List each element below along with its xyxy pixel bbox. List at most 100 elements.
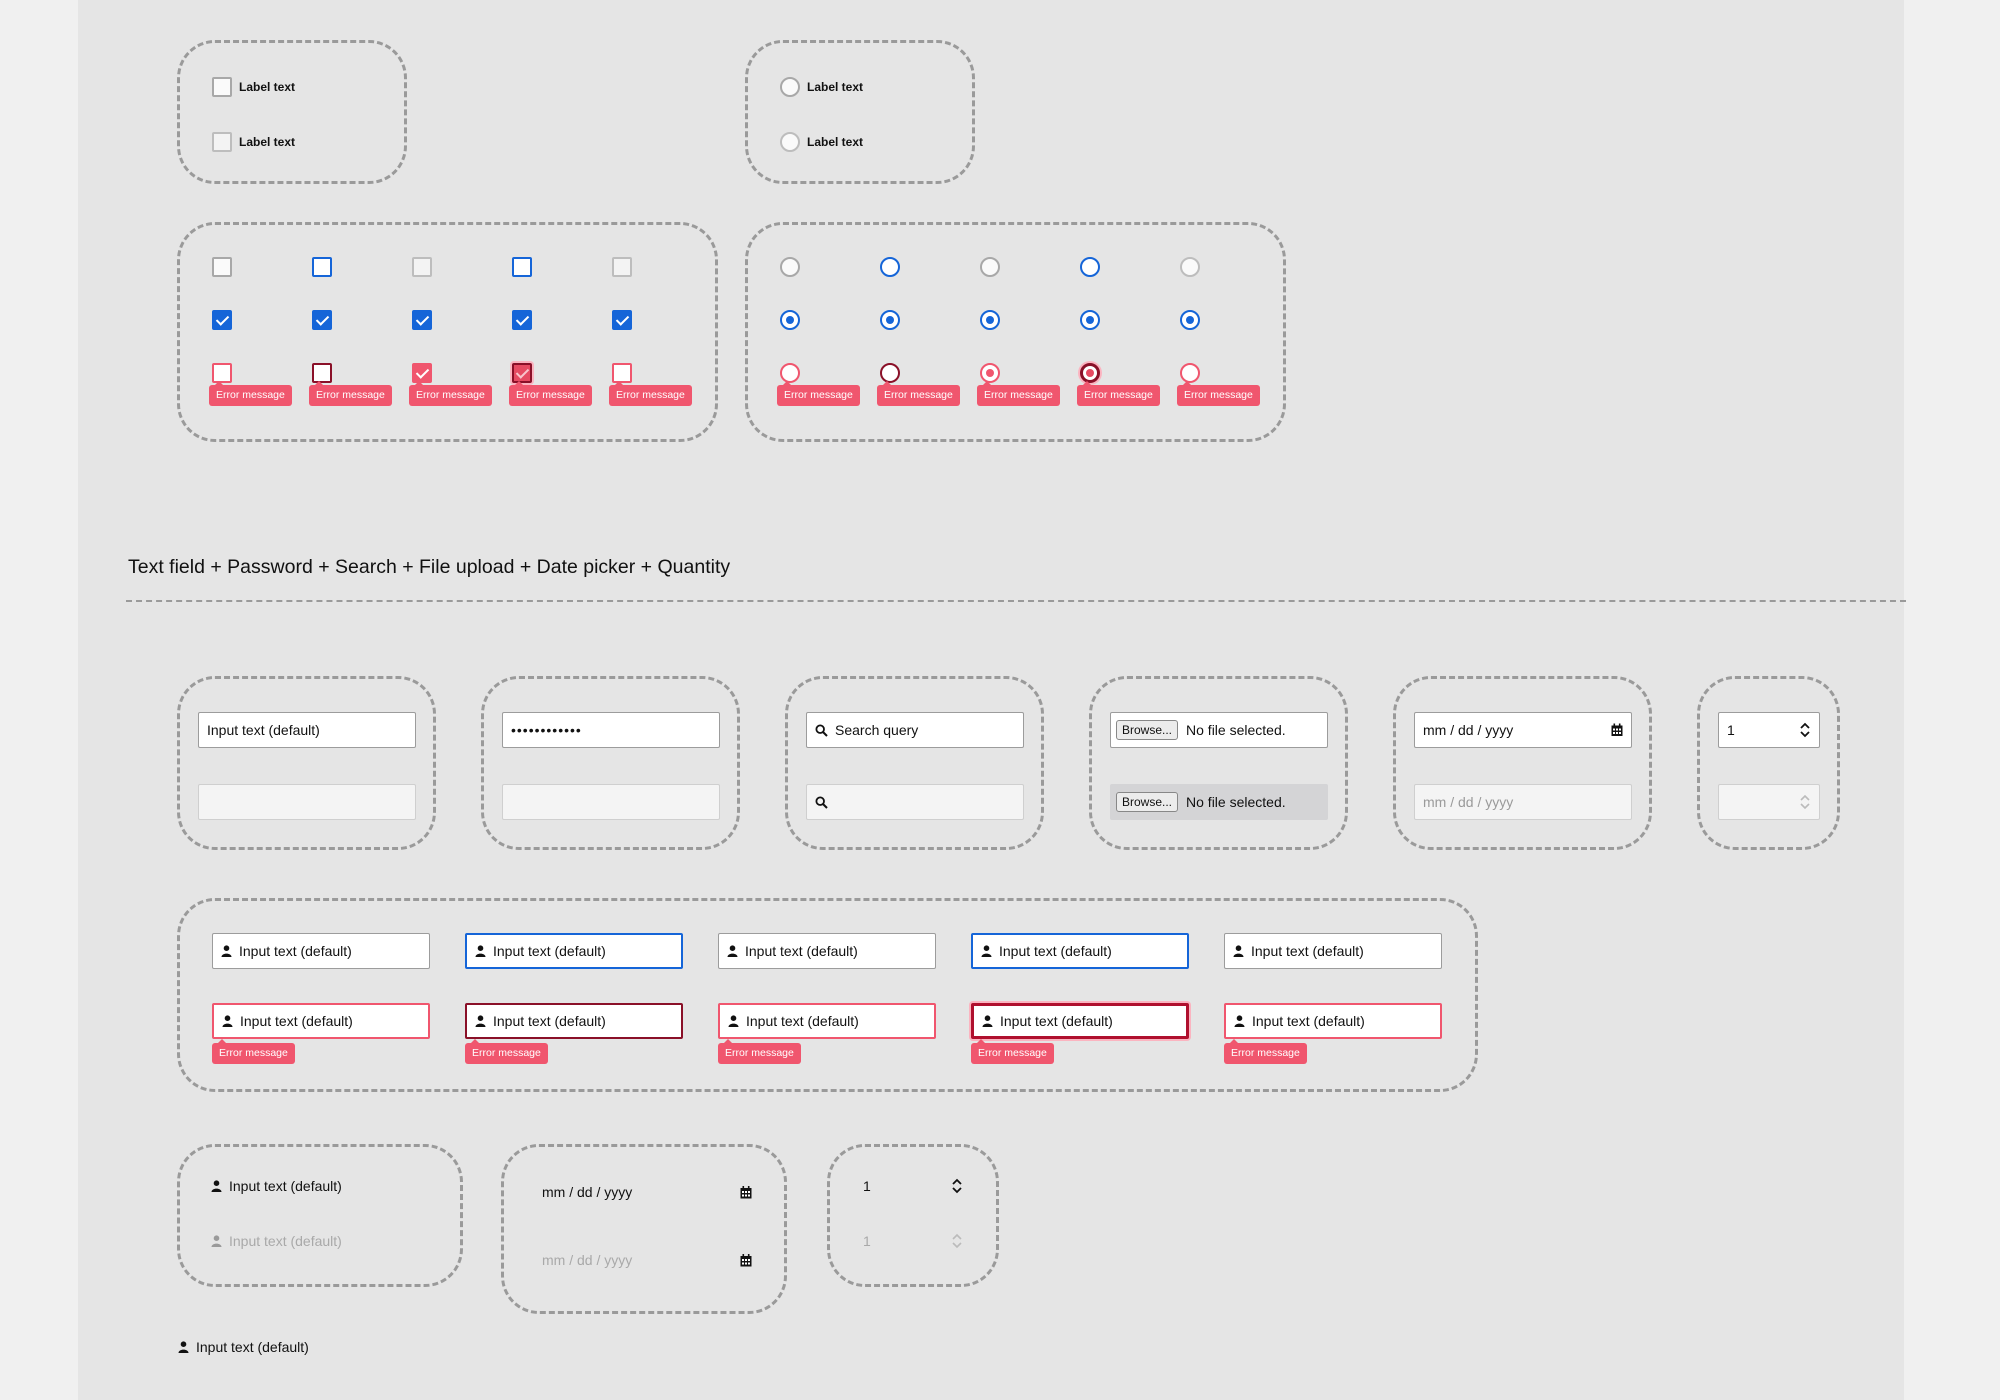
icon-field-value: Input text (default) <box>1252 1013 1365 1029</box>
checkbox-label: Label text <box>239 135 296 149</box>
quantity-group: 1 <box>1697 676 1840 850</box>
stepper-arrows-icon <box>1799 793 1811 811</box>
radio-hover[interactable] <box>880 257 900 277</box>
icon-field-error-filled[interactable]: Input text (default) <box>1224 1003 1442 1039</box>
checkbox-checked-disabled <box>612 310 632 330</box>
radio-disabled <box>780 132 800 152</box>
icon-field-error[interactable]: Input text (default) <box>212 1003 430 1039</box>
icon-field-focus[interactable]: Input text (default) <box>465 933 683 969</box>
user-icon <box>221 945 232 957</box>
borderless-field-value: Input text (default) <box>229 1178 342 1194</box>
borderless-quantity-disabled: 1 <box>863 1233 963 1249</box>
icon-field-value: Input text (default) <box>239 943 352 959</box>
quantity-value: 1 <box>1727 722 1735 738</box>
icon-field-active[interactable]: Input text (default) <box>971 933 1189 969</box>
error-message: Error message <box>877 381 960 406</box>
radio-error-focus[interactable] <box>1080 363 1100 383</box>
browse-button[interactable]: Browse... <box>1116 720 1179 740</box>
radio-selected-hover[interactable] <box>880 310 900 330</box>
text-field[interactable]: Input text (default) <box>198 712 416 748</box>
checkbox-error[interactable] <box>212 363 232 383</box>
icon-field-value: Input text (default) <box>493 943 606 959</box>
checkbox-default[interactable] <box>212 257 232 277</box>
checkbox-checked-hover[interactable] <box>312 310 332 330</box>
user-icon <box>222 1015 233 1027</box>
calendar-icon[interactable] <box>1611 723 1623 737</box>
checkbox-error-focus[interactable] <box>512 363 532 383</box>
radio-selected-focus[interactable] <box>1080 310 1100 330</box>
checkbox-label-group: Label text Label text <box>177 40 407 184</box>
icon-field-filled[interactable]: Input text (default) <box>1224 933 1442 969</box>
user-icon <box>728 1015 739 1027</box>
password-value: •••••••••••• <box>511 722 582 738</box>
radio-selected-pressed[interactable] <box>980 310 1000 330</box>
icon-field-error-hover[interactable]: Input text (default) <box>465 1003 683 1039</box>
checkbox-error-checked[interactable] <box>412 363 432 383</box>
calendar-icon <box>740 1253 752 1267</box>
password-field[interactable]: •••••••••••• <box>502 712 720 748</box>
borderless-date[interactable]: mm / dd / yyyy <box>542 1184 752 1200</box>
standalone-icon-field[interactable]: Input text (default) <box>178 1339 309 1355</box>
radio-focus[interactable] <box>1080 257 1100 277</box>
user-icon <box>1234 1015 1245 1027</box>
radio-pressed[interactable] <box>980 257 1000 277</box>
checkbox-hover[interactable] <box>312 257 332 277</box>
file-upload[interactable]: Browse... No file selected. <box>1110 712 1328 748</box>
radio-disabled <box>1180 257 1200 277</box>
borderless-field[interactable]: Input text (default) <box>211 1178 342 1194</box>
borderless-field-disabled: Input text (default) <box>211 1233 342 1249</box>
error-message: Error message <box>977 381 1060 406</box>
error-message: Error message <box>509 381 592 406</box>
stepper-arrows-icon[interactable] <box>1799 721 1811 739</box>
borderless-field-value: Input text (default) <box>229 1233 342 1249</box>
standalone-field-value: Input text (default) <box>196 1339 309 1355</box>
search-input[interactable]: Search query <box>806 712 1024 748</box>
radio-unchecked[interactable] <box>780 77 800 97</box>
borderless-field-group: Input text (default) Input text (default… <box>177 1144 463 1287</box>
checkbox-focus[interactable] <box>512 257 532 277</box>
calendar-icon[interactable] <box>740 1185 752 1199</box>
radio-selected-disabled <box>1180 310 1200 330</box>
error-message: Error message <box>971 1039 1054 1064</box>
date-input[interactable]: mm / dd / yyyy <box>1414 712 1632 748</box>
date-input-disabled: mm / dd / yyyy <box>1414 784 1632 820</box>
checkbox-error-hover[interactable] <box>312 363 332 383</box>
search-icon <box>815 723 828 737</box>
icon-field-error-pressed[interactable]: Input text (default) <box>718 1003 936 1039</box>
error-message: Error message <box>777 381 860 406</box>
icon-field-value: Input text (default) <box>1000 1013 1113 1029</box>
checkbox-unchecked[interactable] <box>212 77 232 97</box>
icon-field-hover[interactable]: Input text (default) <box>718 933 936 969</box>
borderless-date-disabled: mm / dd / yyyy <box>542 1252 752 1268</box>
error-message: Error message <box>409 381 492 406</box>
stepper-arrows-icon[interactable] <box>951 1177 963 1195</box>
quantity-stepper[interactable]: 1 <box>1718 712 1820 748</box>
radio-error-hover[interactable] <box>880 363 900 383</box>
radio-error[interactable] <box>780 363 800 383</box>
checkbox-checked-focus[interactable] <box>512 310 532 330</box>
password-field-disabled <box>502 784 720 820</box>
stepper-arrows-icon <box>951 1232 963 1250</box>
borderless-quantity[interactable]: 1 <box>863 1178 963 1194</box>
file-status: No file selected. <box>1186 722 1286 738</box>
icon-field-error-focus[interactable]: Input text (default) <box>971 1003 1189 1039</box>
user-icon <box>981 945 992 957</box>
radio-default[interactable] <box>780 257 800 277</box>
checkbox-checked[interactable] <box>212 310 232 330</box>
checkbox-pressed[interactable] <box>412 257 432 277</box>
search-icon <box>815 795 828 809</box>
icon-field-value: Input text (default) <box>746 1013 859 1029</box>
radio-selected[interactable] <box>780 310 800 330</box>
error-message: Error message <box>1077 381 1160 406</box>
checkbox-checked-pressed[interactable] <box>412 310 432 330</box>
date-placeholder: mm / dd / yyyy <box>542 1252 633 1268</box>
radio-states-group: Error message Error message Error messag… <box>745 222 1286 442</box>
icon-field-value: Input text (default) <box>999 943 1112 959</box>
radio-error-selected[interactable] <box>980 363 1000 383</box>
file-status: No file selected. <box>1186 794 1286 810</box>
date-placeholder: mm / dd / yyyy <box>1423 794 1514 810</box>
radio-label-group: Label text Label text <box>745 40 975 184</box>
icon-field-value: Input text (default) <box>493 1013 606 1029</box>
user-icon <box>178 1341 189 1353</box>
icon-field-default[interactable]: Input text (default) <box>212 933 430 969</box>
